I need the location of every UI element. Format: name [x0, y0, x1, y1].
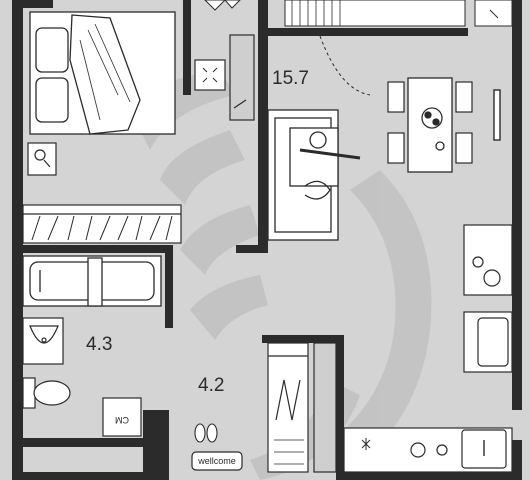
wall-bath-right — [165, 253, 173, 328]
doormat-icon — [191, 451, 243, 471]
hallway-area: 4.2 — [198, 375, 224, 396]
chair-icon — [387, 81, 473, 164]
wall-right-lower — [512, 440, 522, 480]
wall-right — [512, 0, 522, 410]
doormat-label: wellcome — [197, 456, 236, 466]
shoe-rack-icon — [267, 342, 309, 473]
washer-label: CM — [115, 415, 129, 425]
bed-icon — [29, 11, 176, 135]
walls — [12, 0, 522, 480]
washing-machine-icon — [102, 397, 142, 437]
window-icon — [284, 0, 513, 27]
tv-icon — [493, 89, 501, 141]
wall-top-right — [268, 28, 468, 36]
closet-panel — [313, 342, 337, 473]
nightstand-icon — [27, 142, 57, 176]
stove-icon — [472, 256, 501, 287]
wardrobe-icon — [22, 204, 182, 244]
wall-bottom — [23, 472, 143, 480]
wall-left — [12, 0, 23, 480]
bathroom-area: 4.3 — [86, 334, 112, 355]
bathtub-icon — [22, 255, 162, 307]
slippers-icon — [194, 423, 218, 443]
sofa-icon — [267, 109, 361, 241]
wall-kitchen-bottom — [344, 472, 512, 480]
door-swing — [319, 35, 371, 96]
dining-table-icon — [407, 77, 453, 173]
wall-bedroom-right — [183, 0, 191, 95]
tv-stand-icon — [229, 34, 255, 121]
kitchen-counter-icon — [343, 427, 513, 473]
ottoman-icon — [194, 59, 226, 91]
wall-center-top — [258, 0, 268, 245]
sink-icon — [22, 317, 64, 365]
toilet-icon — [22, 377, 71, 409]
wall-top-left — [23, 0, 53, 8]
wall-bath-bottom — [23, 438, 143, 447]
wall-closet-right — [336, 335, 344, 480]
floor-plant-icon — [204, 0, 241, 11]
kitchen-sink-icon — [463, 311, 513, 373]
living-room-area: 15.7 — [272, 68, 309, 89]
wall-bath-top — [23, 245, 173, 253]
wall-closet-top — [262, 335, 344, 343]
wall-hall-column — [143, 410, 169, 480]
wall-bath-top-right — [236, 245, 268, 253]
